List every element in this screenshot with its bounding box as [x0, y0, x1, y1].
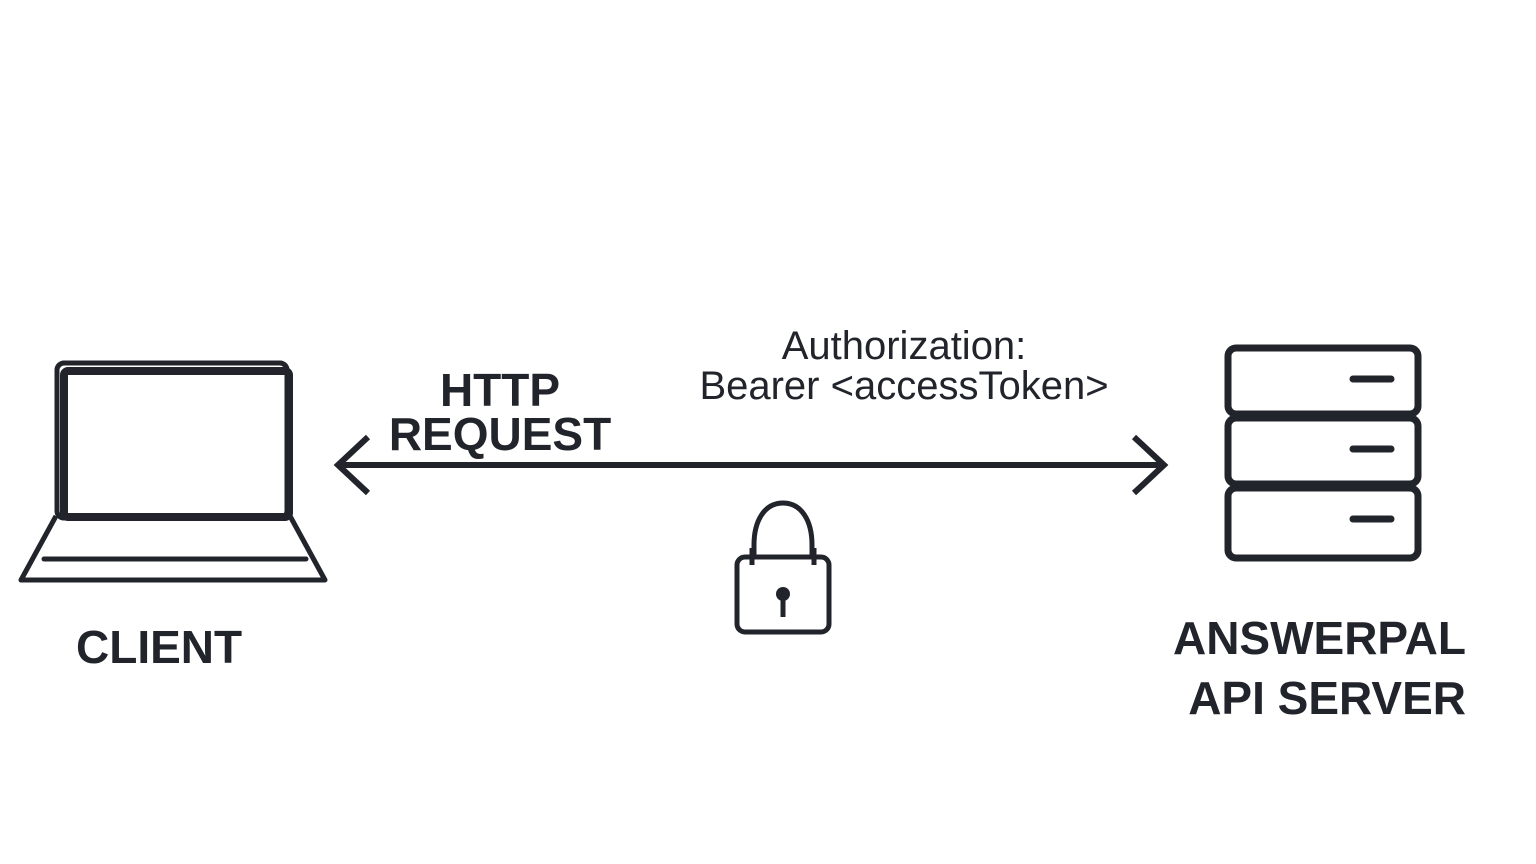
- http-request-label: HTTP REQUEST: [384, 364, 616, 460]
- lock-icon: [734, 500, 832, 635]
- authorization-line-2: Bearer <accessToken>: [699, 364, 1109, 408]
- server-label-line-2: API SERVER: [1188, 672, 1466, 724]
- client-label: CLIENT: [76, 621, 243, 673]
- server-label-line-1: ANSWERPAL: [1172, 612, 1466, 664]
- http-request-line-2: REQUEST: [388, 408, 612, 460]
- bidirectional-arrow: [333, 434, 1169, 496]
- server-label: ANSWERPAL API SERVER: [1168, 608, 1466, 728]
- laptop-icon: [18, 360, 328, 583]
- authorization-header-label: Authorization: Bearer <accessToken>: [684, 326, 1124, 406]
- server-icon: [1224, 344, 1422, 562]
- authorization-line-1: Authorization:: [781, 324, 1027, 368]
- http-request-line-1: HTTP: [439, 364, 561, 416]
